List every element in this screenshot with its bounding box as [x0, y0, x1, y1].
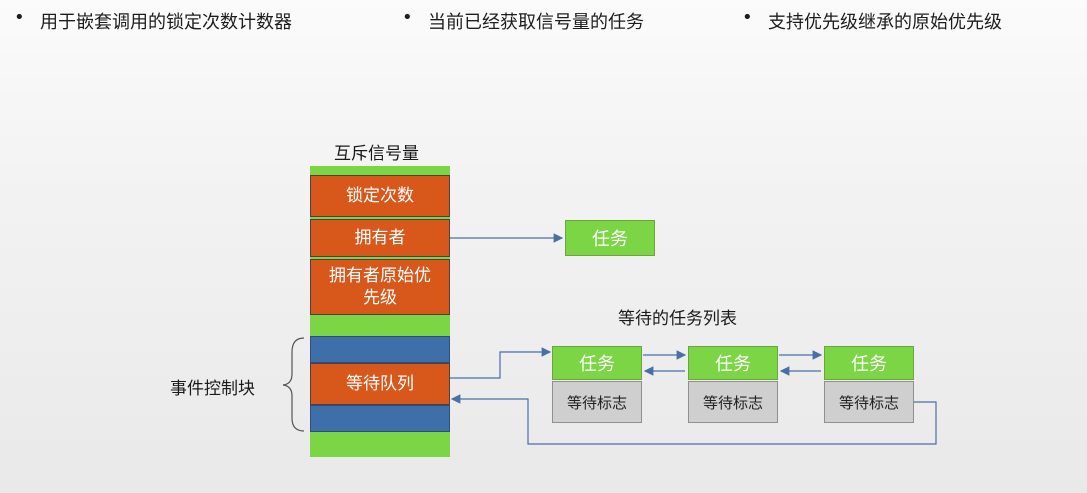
ecb-bottom-strip	[310, 432, 450, 457]
wait-queue-field: 等待队列	[310, 363, 450, 405]
wait-flag-2: 等待标志	[688, 381, 778, 423]
queue-to-first-task-arrow	[450, 347, 552, 379]
bullet-lock-counter: • 用于嵌套调用的锁定次数计数器	[14, 7, 292, 34]
mutex-top-strip	[310, 166, 450, 175]
lock-count-field: 锁定次数	[310, 175, 450, 217]
ecb-brace	[282, 337, 305, 432]
wait-task-2: 任务	[688, 346, 778, 380]
bullet-dot-icon: •	[742, 7, 753, 28]
wait-flag-3: 等待标志	[824, 381, 914, 423]
mutex-bottom-strip	[310, 315, 450, 336]
wait-list-title: 等待的任务列表	[618, 309, 737, 329]
bullet-original-priority: • 支持优先级继承的原始优先级	[742, 7, 1002, 34]
wait-flag-1: 等待标志	[552, 381, 642, 423]
ecb-bottom-block	[310, 405, 450, 432]
bullet-dot-icon: •	[14, 7, 25, 28]
owner-original-priority-field: 拥有者原始优先级	[310, 259, 450, 315]
mutex-title: 互斥信号量	[334, 144, 419, 164]
wait-task-3: 任务	[824, 346, 914, 380]
owner-field: 拥有者	[310, 219, 450, 257]
owner-task: 任务	[565, 220, 655, 256]
ecb-top-block	[310, 336, 450, 363]
bullet-text: 当前已经获取信号量的任务	[428, 12, 644, 33]
wait-task-1: 任务	[552, 346, 642, 380]
ecb-label: 事件控制块	[170, 379, 255, 399]
bullet-dot-icon: •	[402, 7, 413, 28]
last-task-back-arrow	[450, 394, 937, 445]
bullet-text: 支持优先级继承的原始优先级	[768, 12, 1002, 33]
bullet-current-owner: • 当前已经获取信号量的任务	[402, 7, 644, 34]
bullet-text: 用于嵌套调用的锁定次数计数器	[40, 12, 292, 33]
mutex-gap-strip	[310, 257, 450, 259]
mutex-gap-strip	[310, 217, 450, 219]
